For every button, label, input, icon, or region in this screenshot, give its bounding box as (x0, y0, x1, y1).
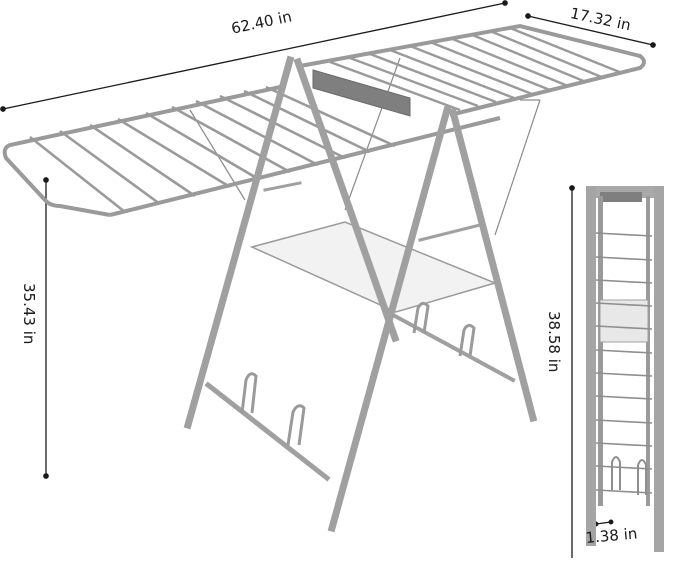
a-frame-legs (183, 55, 538, 533)
dimension-lines (0, 0, 656, 558)
folded-rack (586, 186, 664, 552)
shoe-hooks (240, 301, 476, 446)
hinge-plate (312, 69, 411, 117)
folded-depth-label: 1.38 in (584, 524, 639, 547)
right-wing (299, 23, 646, 117)
open-height-label: 35.43 in (20, 283, 38, 345)
left-wing (2, 84, 501, 217)
folded-height-label: 38.58 in (545, 311, 563, 373)
